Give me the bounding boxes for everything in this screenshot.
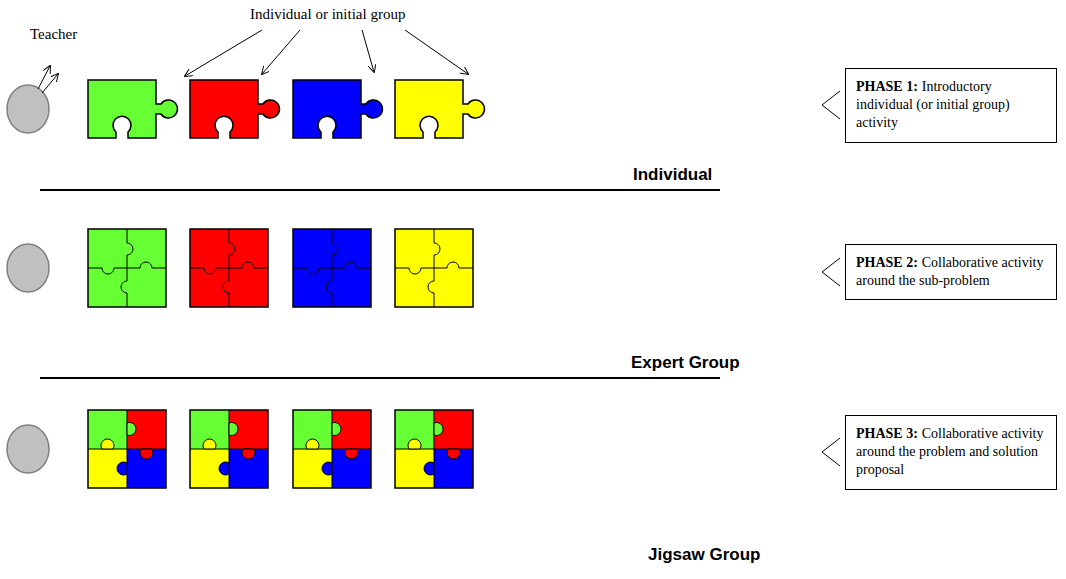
phase-box: PHASE 3:Collaborative activity around th… bbox=[845, 415, 1057, 490]
puzzle-piece bbox=[88, 80, 177, 138]
expert-puzzle bbox=[395, 229, 473, 307]
jigsaw-puzzle bbox=[88, 410, 166, 488]
teacher-label: Teacher bbox=[30, 26, 77, 43]
phase-box: PHASE 2:Collaborative activity around th… bbox=[845, 244, 1057, 300]
expert-puzzle bbox=[190, 229, 268, 307]
row-label: Jigsaw Group bbox=[648, 545, 760, 565]
row-divider bbox=[40, 377, 720, 379]
puzzle-piece bbox=[395, 80, 484, 138]
pointer-arrow bbox=[362, 30, 374, 72]
jigsaw-puzzle bbox=[190, 410, 268, 488]
puzzle-piece bbox=[293, 80, 382, 138]
teacher-ray bbox=[42, 74, 58, 93]
phase-box: PHASE 1:Introductory individual (or init… bbox=[845, 68, 1057, 143]
phase-pointer bbox=[822, 438, 840, 466]
expert-puzzle bbox=[88, 229, 166, 307]
phase-heading: PHASE 3: bbox=[856, 426, 918, 441]
teacher-circle bbox=[7, 244, 49, 292]
jigsaw-puzzle bbox=[293, 410, 371, 488]
teacher-circle bbox=[7, 425, 49, 473]
jigsaw-puzzle bbox=[395, 410, 473, 488]
row-label: Individual bbox=[633, 165, 712, 185]
row-label: Expert Group bbox=[631, 353, 740, 373]
phase-heading: PHASE 2: bbox=[856, 255, 918, 270]
pointer-arrow bbox=[405, 30, 468, 74]
phase-pointer bbox=[822, 258, 840, 286]
pointer-arrow bbox=[262, 30, 300, 74]
row-divider bbox=[40, 189, 720, 191]
puzzle-piece bbox=[190, 80, 279, 138]
group-label: Individual or initial group bbox=[250, 6, 405, 23]
expert-puzzle bbox=[293, 229, 371, 307]
phase-heading: PHASE 1: bbox=[856, 79, 918, 94]
pointer-arrow bbox=[185, 30, 262, 76]
phase-pointer bbox=[822, 91, 840, 119]
